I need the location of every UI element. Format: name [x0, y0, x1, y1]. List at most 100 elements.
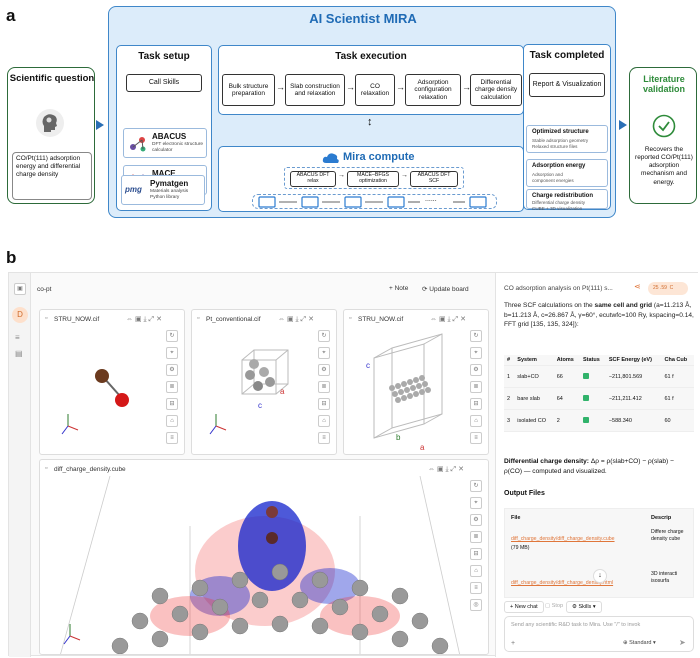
svg-text:a: a — [280, 387, 285, 396]
viewer-stru-1[interactable]: ▫ STRU_NOW.cif ⇔ ▣ ⤓ ⤢ ✕ ↻ ⌖ ⚙ ≣ ⊟ ⌂ ≡ — [39, 309, 185, 455]
report-step: Report & Visualization — [529, 73, 605, 97]
menu-icon[interactable]: ≡ — [470, 432, 482, 444]
result-desc: Differential charge density CUBE + 3D vi… — [532, 200, 586, 211]
dcd-formula: Δρ = ρ(slab+CO) − ρ(slab) − ρ(CO) — comp… — [504, 458, 674, 475]
gear-icon[interactable]: ⚙ — [470, 514, 482, 526]
check-circle-icon — [652, 114, 676, 143]
refresh-icon[interactable]: ↻ — [470, 480, 482, 492]
mode-selector[interactable]: ⊕ Standard ▾ — [623, 640, 656, 646]
status-check-icon — [579, 387, 606, 410]
gear-icon[interactable]: ⚙ — [166, 364, 178, 376]
viewer-side-tools[interactable]: ↻ ⌖ ⚙ ≣ ⊟ ⌂ ≡ — [166, 330, 180, 454]
select-icon[interactable]: ⌖ — [318, 347, 330, 359]
dcd-label: Differential charge density: — [504, 458, 590, 465]
refresh-icon[interactable]: ↻ — [166, 330, 178, 342]
chat-input-box[interactable]: Send any scientific R&D task to Mira. Us… — [504, 616, 694, 652]
task-execution-title: Task execution — [335, 51, 407, 62]
measure-icon[interactable]: ⊟ — [318, 398, 330, 410]
layers-icon[interactable]: ≣ — [470, 531, 482, 543]
files-table: File Descrip diff_charge_density/diff_ch… — [504, 508, 694, 598]
measure-icon[interactable]: ⊟ — [166, 398, 178, 410]
measure-icon[interactable]: ⊟ — [470, 398, 482, 410]
file-desc: 3D interacti isosurfa — [651, 571, 678, 584]
send-icon[interactable]: ➤ — [679, 638, 686, 647]
col-header: System — [514, 355, 554, 366]
lock-icon[interactable]: ⌂ — [470, 415, 482, 427]
board-name: co-pt — [37, 286, 52, 293]
menu-icon[interactable]: ≡ — [318, 432, 330, 444]
cell: 60 — [661, 409, 694, 432]
tool-desc: DFT electronic structure calculator — [152, 142, 204, 153]
gear-icon[interactable]: ⚙ — [470, 364, 482, 376]
scientific-question-box: Scientific question CO/Pt(111) adsorptio… — [7, 67, 95, 204]
step-adsorption: Adsorption configuration relaxation — [405, 74, 461, 106]
crystal-render: a c — [209, 349, 289, 435]
file-icon: ▫ — [45, 465, 48, 472]
update-board-label: Update board — [429, 286, 469, 293]
table-row: 3 isolated CO 2 −588.340 60 — [504, 409, 694, 432]
viewer-side-tools[interactable]: ↻ ⌖ ⚙ ≣ ⊟ ⌂ ≡ — [470, 330, 484, 454]
mira-compute-title: Mira compute — [343, 151, 415, 163]
select-icon[interactable]: ⌖ — [470, 347, 482, 359]
dcd-text: Differential charge density: Δρ = ρ(slab… — [504, 457, 684, 476]
tool-name: ABACUS — [152, 132, 187, 141]
refresh-icon[interactable]: ↻ — [470, 330, 482, 342]
select-icon[interactable]: ⌖ — [470, 497, 482, 509]
lock-icon[interactable]: ⌂ — [470, 565, 482, 577]
viewer-title: diff_charge_density.cube — [54, 466, 126, 473]
new-chat-button[interactable]: + New chat — [504, 601, 544, 613]
cell: −211,211.412 — [605, 387, 662, 410]
task-execution-box: Task execution Bulk structure preparatio… — [218, 45, 524, 115]
cell: 66 — [553, 365, 580, 388]
viewer-toolbar-icons[interactable]: ⇔ ▣ ⤓ ⤢ ✕ — [126, 316, 162, 323]
layers-icon[interactable]: ≣ — [470, 381, 482, 393]
call-skills: Call Skills — [126, 74, 202, 92]
file-link[interactable]: diff_charge_density/diff_charge_density.… — [511, 536, 615, 542]
stop-button[interactable]: ▢ Stop — [545, 603, 564, 609]
gear-icon[interactable]: ⚙ — [318, 364, 330, 376]
viewer-toolbar-icons[interactable]: ⇔ ▣ ⤓ ⤢ ✕ — [430, 316, 466, 323]
scroll-down-button[interactable]: ↓ — [593, 569, 607, 583]
app-window: ▣ D ≡ ▤ co-pt + Note ⟳ Update board ▫ ST… — [8, 272, 699, 657]
literature-text: Recovers the reported CO/Pt(111) adsorpt… — [635, 146, 693, 186]
svg-text:a: a — [420, 443, 425, 452]
file-link[interactable]: diff_charge_density/diff_charge_density.… — [511, 580, 614, 586]
result-desc: Adsorption and component energies — [532, 172, 574, 183]
list-icon[interactable]: ≡ — [15, 333, 20, 342]
document-icon[interactable]: ▤ — [15, 349, 23, 358]
share-icon[interactable]: ⋖ — [634, 282, 641, 291]
viewer-stru-2[interactable]: ▫ STRU_NOW.cif ⇔ ▣ ⤓ ⤢ ✕ c b a ↻ ⌖ ⚙ ≣ ⊟… — [343, 309, 489, 455]
tool-desc: Materials analysis Python library — [150, 189, 189, 200]
refresh-icon[interactable]: ↻ — [318, 330, 330, 342]
viewer-side-tools[interactable]: ↻ ⌖ ⚙ ≣ ⊟ ⌂ ≡ ◎ — [470, 480, 484, 611]
viewer-toolbar-icons[interactable]: ⇔ ▣ ⤓ ⤢ ✕ — [278, 316, 314, 323]
menu-icon[interactable]: ≡ — [166, 432, 178, 444]
viewer-toolbar-icons[interactable]: ⇔ ▣ ⤓ ⤢ ✕ — [428, 466, 464, 473]
chat-input-placeholder[interactable]: Send any scientific R&D task to Mira. Us… — [511, 622, 641, 628]
plus-icon[interactable]: + — [511, 640, 516, 647]
select-icon[interactable]: ⌖ — [166, 347, 178, 359]
scientific-question-text: CO/Pt(111) adsorption energy and differe… — [12, 152, 92, 200]
skills-dropdown[interactable]: ⚙ Skills ▾ — [566, 601, 602, 613]
viewer-pt-conventional[interactable]: ▫ Pt_conventional.cif ⇔ ▣ ⤓ ⤢ ✕ a c ↻ ⌖ … — [191, 309, 337, 455]
target-icon[interactable]: ◎ — [470, 599, 482, 611]
chat-intro: Three SCF calculations on the same cell … — [504, 301, 694, 330]
col-header: Descrip — [651, 515, 672, 521]
cell: slab+CO — [514, 365, 554, 388]
viewer-diff-charge[interactable]: ▫ diff_charge_density.cube ⇔ ▣ ⤓ ⤢ ✕ ↻ ⌖… — [39, 459, 489, 655]
layout-icon[interactable]: ▣ — [14, 283, 26, 295]
add-note-button[interactable]: + Note — [389, 285, 409, 292]
update-board-button[interactable]: ⟳ Update board — [422, 286, 469, 293]
tool-name: MACE — [152, 169, 176, 178]
viewer-side-tools[interactable]: ↻ ⌖ ⚙ ≣ ⊟ ⌂ ≡ — [318, 330, 332, 454]
layers-icon[interactable]: ≣ — [166, 381, 178, 393]
menu-icon[interactable]: ≡ — [470, 582, 482, 594]
measure-icon[interactable]: ⊟ — [470, 548, 482, 560]
file-desc: Differe charge density cube — [651, 529, 684, 542]
step-bulk: Bulk structure preparation — [222, 74, 275, 106]
lock-icon[interactable]: ⌂ — [318, 415, 330, 427]
layers-icon[interactable]: ≣ — [318, 381, 330, 393]
avatar[interactable]: D — [12, 307, 28, 323]
lock-icon[interactable]: ⌂ — [166, 415, 178, 427]
literature-box: Literature validation Recovers the repor… — [629, 67, 697, 204]
